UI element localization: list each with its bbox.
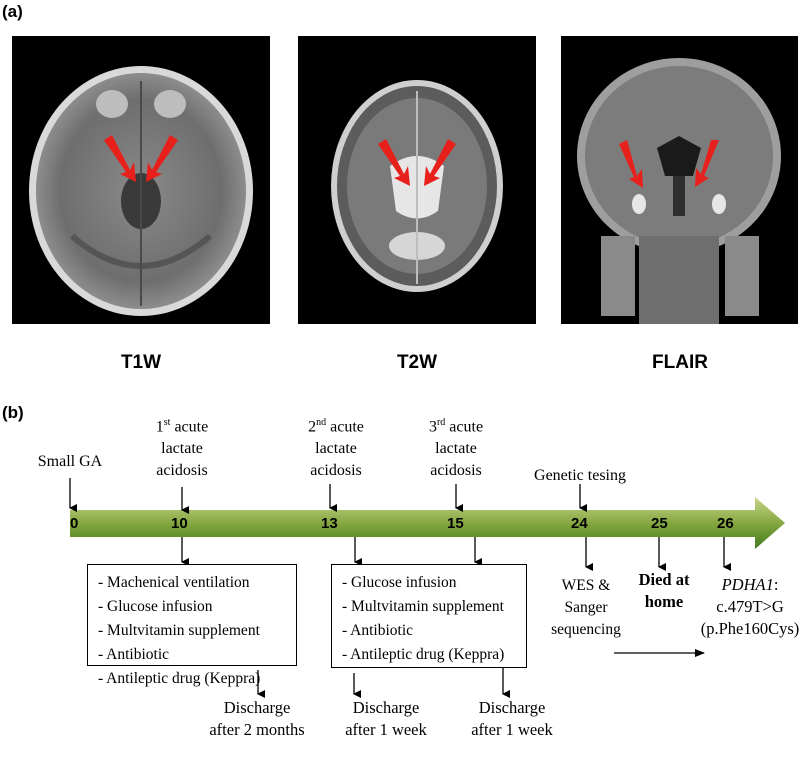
event-small-ga: Small GA: [37, 453, 103, 470]
caption-t1w: T1W: [120, 352, 162, 373]
treatment-box-2: - Glucose infusion - Multvitamin supplem…: [331, 564, 527, 668]
treatment-item: - Antileptic drug (Keppra): [342, 646, 505, 663]
treatment-item: - Antibiotic: [342, 622, 414, 639]
day-label-0: 0: [70, 515, 79, 532]
event-first-acute: 1st acute lactate acidosis: [155, 417, 209, 480]
day-label-10: 10: [171, 515, 188, 532]
treatment-item: - Machenical ventilation: [98, 574, 250, 591]
pdha1-variant: PDHA1: c.479T>G (p.Phe160Cys): [692, 574, 808, 640]
event-genetic-testing: Genetic tesing: [534, 467, 626, 484]
caption-flair: FLAIR: [652, 352, 708, 373]
discharge-after-2-months: Discharge after 2 months: [209, 698, 305, 739]
died-at-home: Died at home: [638, 570, 690, 611]
timeline-bar: [70, 497, 785, 549]
event-third-acute: 3rd acute lactate acidosis: [428, 417, 484, 480]
treatment-item: - Glucose infusion: [98, 598, 213, 615]
mri-flair-image: [561, 36, 798, 324]
treatment-item: - Glucose infusion: [342, 574, 457, 591]
red-arrow-left: [378, 139, 410, 186]
wes-sanger-sequencing: WES & Sanger sequencing: [551, 577, 621, 638]
treatment-item: - Antileptic drug (Keppra): [98, 670, 261, 687]
event-second-acute: 2nd acute lactate acidosis: [308, 417, 364, 480]
day-label-24: 24: [571, 515, 588, 532]
treatment-box-1: - Machenical ventilation - Glucose infus…: [87, 564, 297, 687]
mri-t1w-image: [12, 36, 270, 324]
gene-variant: c.479T>G: [716, 597, 784, 616]
red-arrow-left: [619, 140, 643, 188]
red-arrow-right: [146, 135, 178, 182]
day-label-26: 26: [717, 515, 734, 532]
treatment-item: - Antibiotic: [98, 646, 170, 663]
day-label-15: 15: [447, 515, 464, 532]
mri-t2w-image: [298, 36, 536, 324]
gene-name: PDHA1: [721, 575, 774, 594]
panel-b-label: (b): [2, 403, 24, 422]
caption-t2w: T2W: [396, 352, 438, 373]
red-arrow-right: [424, 139, 456, 186]
red-arrow-left: [104, 135, 136, 182]
treatment-item: - Multvitamin supplement: [342, 598, 504, 615]
discharge-after-1-week-b: Discharge after 1 week: [471, 698, 553, 739]
day-label-25: 25: [651, 515, 668, 532]
day-label-13: 13: [321, 515, 338, 532]
panel-a-label: (a): [2, 2, 23, 21]
protein-change: (p.Phe160Cys): [700, 619, 800, 638]
discharge-after-1-week-a: Discharge after 1 week: [345, 698, 427, 739]
treatment-item: - Multvitamin supplement: [98, 622, 260, 639]
red-arrow-right: [695, 140, 719, 187]
